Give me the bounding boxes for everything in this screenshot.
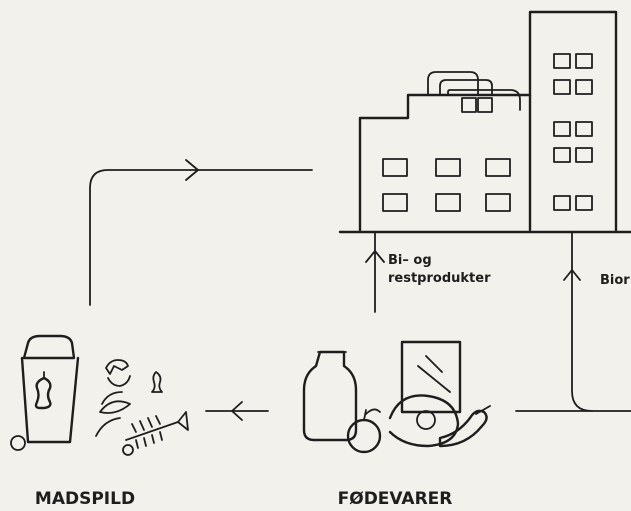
flow-food-to-waste — [205, 401, 269, 421]
flow-label-line: restprodukter — [388, 271, 491, 286]
flow-waste-to-factory — [89, 159, 313, 306]
factory-window — [382, 193, 408, 212]
factory-window — [435, 158, 461, 177]
food-products-label: FØDEVARER — [338, 489, 453, 509]
bin-lid — [22, 334, 76, 360]
food-products-icon — [302, 340, 491, 454]
grain-package-icon — [400, 340, 462, 414]
factory-window — [382, 158, 408, 177]
arrow-up-icon — [563, 269, 581, 281]
waste-bin-icon — [20, 356, 80, 444]
meat-icon — [388, 394, 460, 448]
food-waste-label: MADSPILD — [35, 489, 135, 509]
sausage-icon — [438, 409, 488, 448]
eggshell-icon — [105, 359, 129, 375]
flow-label-line: Bior — [600, 273, 630, 288]
factory-window — [485, 193, 511, 212]
apple-icon — [346, 418, 382, 454]
peel-icon — [99, 400, 131, 414]
arrow-up-icon — [365, 250, 385, 263]
flow-biomass-to-factory: Bior — [515, 231, 631, 412]
apple-core-icon — [151, 371, 163, 393]
factory-window — [435, 193, 461, 212]
fish-bone-icon — [125, 421, 179, 441]
factory-icon — [338, 10, 631, 234]
milk-bottle-icon — [302, 350, 358, 442]
factory-window — [485, 158, 511, 177]
arrow-left-icon — [231, 401, 243, 421]
arrow-right-icon — [185, 159, 199, 181]
flow-byproducts-to-factory: Bi– og restprodukter — [365, 231, 491, 313]
flow-label-line: Bi– og — [388, 253, 432, 268]
food-waste-icon — [10, 334, 189, 456]
